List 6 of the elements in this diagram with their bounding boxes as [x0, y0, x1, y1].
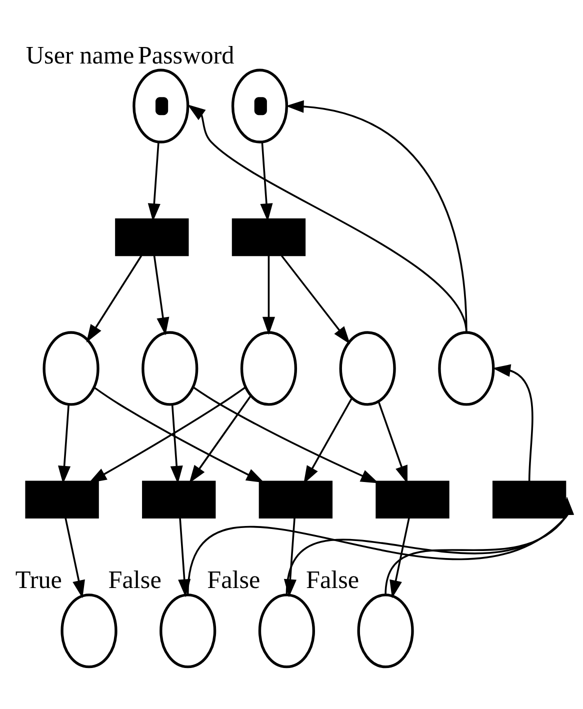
node-label: User name	[26, 42, 134, 69]
node-label: False	[207, 566, 260, 594]
node-label: Password	[138, 42, 234, 69]
node-label: False	[108, 566, 162, 594]
node-label: True	[15, 566, 62, 594]
node-label: False	[306, 566, 360, 594]
